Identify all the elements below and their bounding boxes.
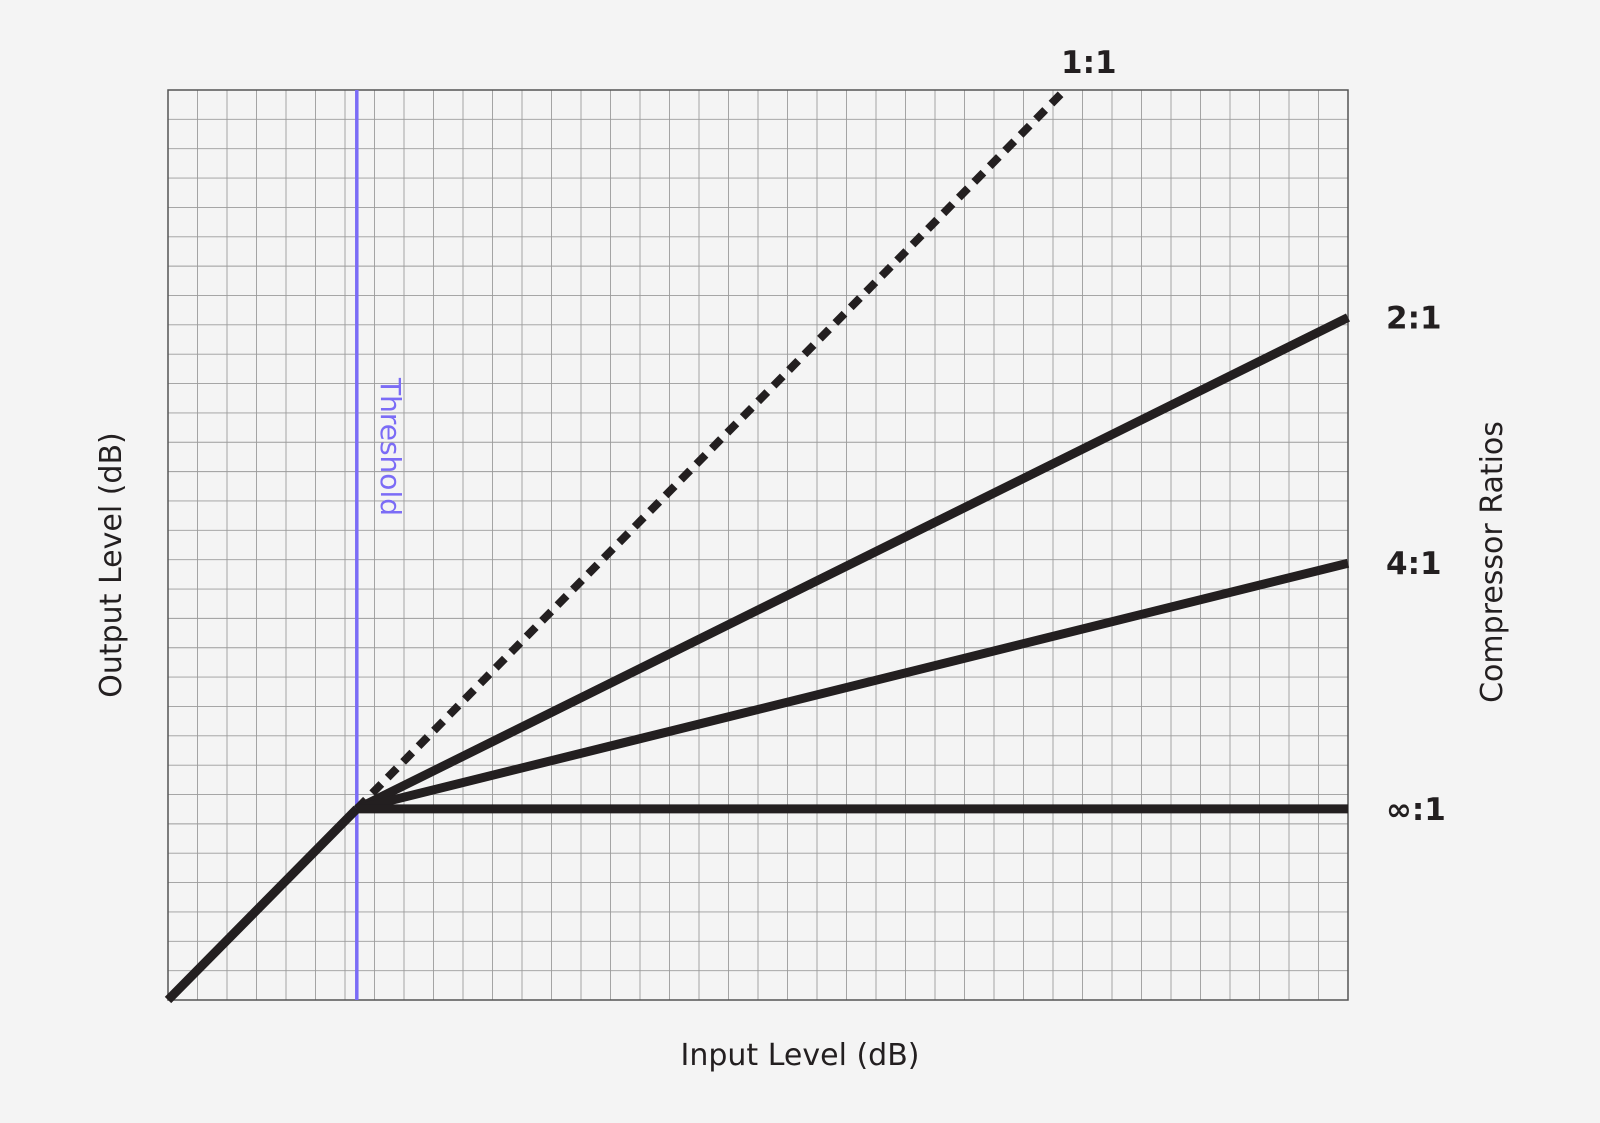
y-axis-title: Output Level (dB) [94,432,129,698]
grid [168,90,1348,1000]
threshold-label: Threshold [374,377,407,516]
plot-frame [167,89,1349,1001]
series-labels: 1:1 2:1 4:1 ∞:1 [1061,45,1446,828]
series-label-2: 2:1 [1386,301,1442,337]
series-line-1 [353,87,1068,812]
series-label-3: 4:1 [1386,546,1442,582]
right-axis-title: Compressor Ratios [1475,421,1510,703]
series-label-4: ∞:1 [1386,792,1446,828]
below-threshold-line [164,805,361,1004]
x-axis-title: Input Level (dB) [681,1038,920,1073]
series-line-2 [354,313,1350,813]
series-label-1: 1:1 [1061,45,1117,81]
series-line-3 [355,558,1350,814]
series [164,87,1350,1004]
threshold: Threshold [355,90,407,1000]
